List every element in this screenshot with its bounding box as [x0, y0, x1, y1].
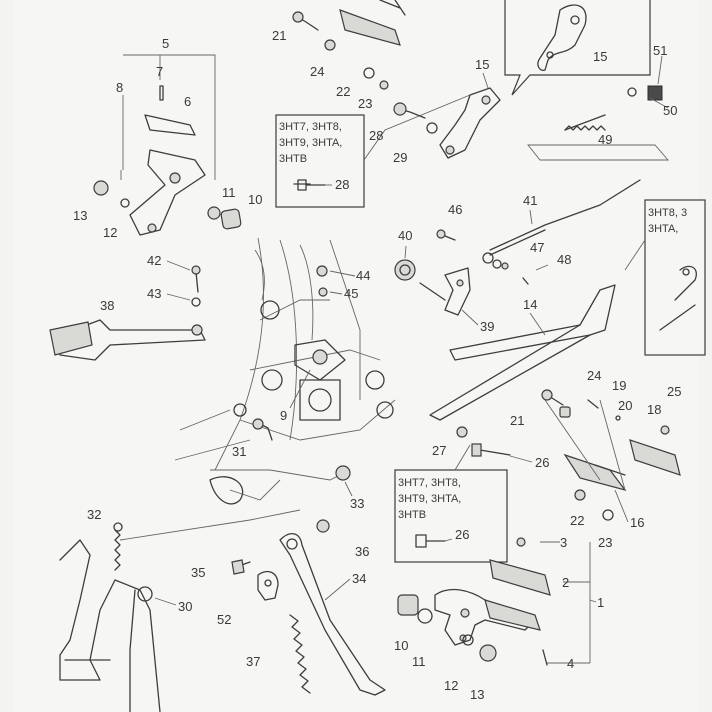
callout-29: 29	[393, 150, 407, 165]
callout-23-upper: 23	[358, 96, 372, 111]
inset-26-model-line-2: 3HT9, 3HTA,	[398, 493, 461, 505]
inset-right-models: 3HT8, 3 3HTA,	[624, 199, 706, 356]
inset-bolt-26: 3HT7, 3HT8, 3HT9, 3HTA, 3HTB 26	[394, 444, 508, 563]
callout-15-inset: 15	[593, 49, 607, 64]
callout-47: 47	[530, 240, 544, 255]
rider-footrest-assembly-right: 24 19 20 21 18 25 27 26 22 16 23	[432, 368, 681, 550]
callout-36: 36	[355, 544, 369, 559]
inset-28-model-line-2: 3HT9, 3HTA,	[279, 137, 342, 149]
callout-33: 33	[350, 496, 364, 511]
callout-22-upper: 22	[336, 84, 350, 99]
callout-15: 15	[475, 57, 489, 72]
callout-44: 44	[356, 268, 370, 283]
callout-32: 32	[87, 507, 101, 522]
callout-49: 49	[598, 132, 612, 147]
callout-27: 27	[432, 443, 446, 458]
callout-50: 50	[663, 103, 677, 118]
callout-16: 16	[630, 515, 644, 530]
frame-chassis	[174, 237, 396, 505]
callout-3: 3	[560, 535, 567, 550]
brake-pedal-and-linkage: 40 44 45 39 14 42 43 38 9	[49, 228, 616, 423]
callout-10-lower: 10	[394, 638, 408, 653]
inset-28-model-line-3: 3HTB	[279, 153, 307, 165]
callout-48: 48	[557, 252, 571, 267]
inset-bolt-28: 3HT7, 3HT8, 3HT9, 3HTA, 3HTB 28	[275, 94, 471, 208]
callout-28: 28	[369, 128, 383, 143]
callout-10-upper: 10	[248, 192, 262, 207]
callout-24-upper: 24	[310, 64, 324, 79]
callout-19: 19	[612, 378, 626, 393]
callout-52: 52	[217, 612, 231, 627]
callout-45: 45	[344, 286, 358, 301]
callout-24-right: 24	[587, 368, 601, 383]
callout-12-lower: 12	[444, 678, 458, 693]
callout-12-upper: 12	[103, 225, 117, 240]
callout-1: 1	[597, 595, 604, 610]
inset-26-model-line-1: 3HT7, 3HT8,	[398, 477, 461, 489]
inset-bracket-15: 15	[504, 0, 651, 96]
inset-right-model-line-1: 3HT8, 3	[648, 207, 687, 219]
center-stand-assembly: 31 33 32 30	[59, 418, 364, 712]
callout-38: 38	[100, 298, 114, 313]
callout-20: 20	[618, 398, 632, 413]
inset-right-model-line-2: 3HTA,	[648, 223, 678, 235]
upper-center-parts: 21 24 22 23 28 29 15	[272, 0, 501, 165]
rear-footrest-assembly-left: 5 7 8 6 13 12 11 10	[73, 36, 262, 240]
callout-9: 9	[280, 408, 287, 423]
callout-26: 26	[535, 455, 549, 470]
callout-4: 4	[567, 656, 574, 671]
callout-8: 8	[116, 80, 123, 95]
callout-31: 31	[232, 444, 246, 459]
callout-51: 51	[653, 43, 667, 58]
callout-21-right: 21	[510, 413, 524, 428]
callout-18: 18	[647, 402, 661, 417]
rider-footrest-assembly-lower: 3 2 1 4 10 11 12 13	[394, 535, 604, 702]
callout-6: 6	[184, 94, 191, 109]
callout-23-right: 23	[598, 535, 612, 550]
callout-22-right: 22	[570, 513, 584, 528]
callout-42: 42	[147, 253, 161, 268]
callout-46: 46	[448, 202, 462, 217]
callout-26-inset: 26	[455, 527, 469, 542]
callout-43: 43	[147, 286, 161, 301]
callout-35: 35	[191, 565, 205, 580]
callout-34: 34	[352, 571, 366, 586]
callout-13-lower: 13	[470, 687, 484, 702]
side-stand-assembly: 36 35 34 52 37	[191, 519, 386, 696]
inset-26-model-line-3: 3HTB	[398, 509, 426, 521]
callout-13-upper: 13	[73, 208, 87, 223]
callout-30: 30	[178, 599, 192, 614]
inset-28-model-line-1: 3HT7, 3HT8,	[279, 121, 342, 133]
callout-11-upper: 11	[222, 185, 236, 200]
callout-41: 41	[523, 193, 537, 208]
callout-5: 5	[162, 36, 169, 51]
callout-37: 37	[246, 654, 260, 669]
callout-28-inset: 28	[335, 177, 349, 192]
upper-right-parts: 51 50 49 41 46 47 48	[436, 43, 677, 285]
callout-14: 14	[523, 297, 537, 312]
callout-39: 39	[480, 319, 494, 334]
callout-40: 40	[398, 228, 412, 243]
callout-21-upper: 21	[272, 28, 286, 43]
callout-11-lower: 11	[412, 654, 426, 669]
callout-25: 25	[667, 384, 681, 399]
callout-7: 7	[156, 64, 163, 79]
callout-2: 2	[562, 575, 569, 590]
